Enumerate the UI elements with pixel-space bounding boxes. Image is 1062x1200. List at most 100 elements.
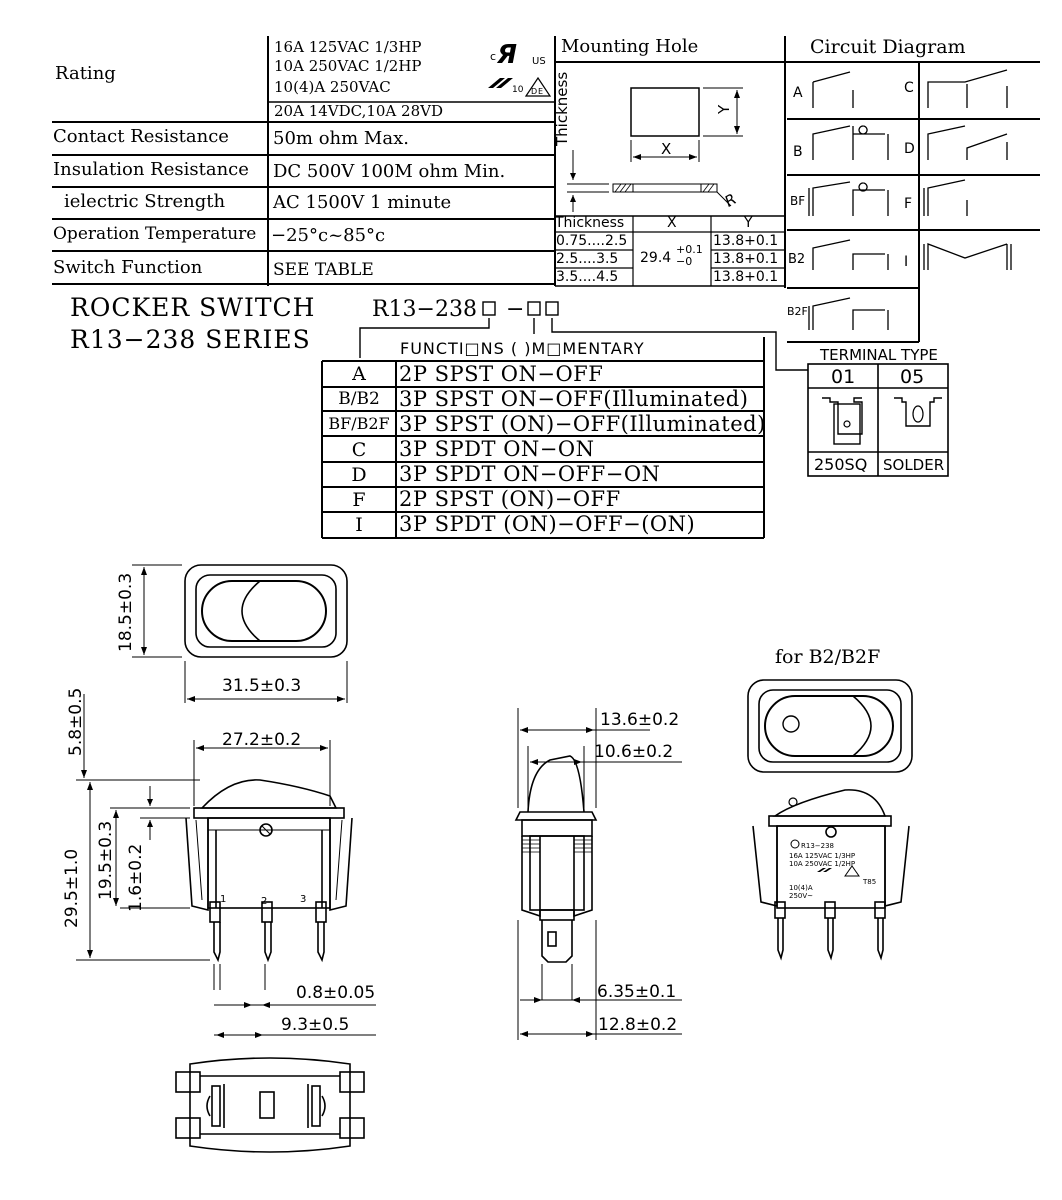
function-desc-f: 2P SPST (ON)−OFF [399,487,621,511]
mount-table-header-y: Y [744,215,753,231]
mount-x-tol-lower: −0 [676,255,693,268]
de-triangle-icon [524,76,552,97]
rating-label: Rating [55,63,116,84]
functions-table-grid [321,337,765,539]
spec-value-switch-function: SEE TABLE [273,260,374,280]
dim-tab-width: 6.35±0.1 [597,982,677,1002]
b2-label-line-4: T85 [862,878,876,886]
circuit-label-b2: B2 [788,252,806,267]
spec-value-dielectric: AC 1500V 1 minute [273,192,452,213]
spec-label-insulation: Insulation Resistance [53,159,249,180]
dim-pin-pitch: 9.3±0.5 [281,1015,350,1035]
rating-line-4: 20A 14VDC,10A 28VD [274,102,443,120]
front-view-drawing [132,564,348,703]
rating-line-2: 10A 250VAC 1/2HP [274,57,422,75]
function-desc-b-b2: 3P SPST ON−OFF(Illuminated) [399,387,749,411]
certification-marks-icon: c Я US 10 D E [488,40,552,97]
function-key-d: D [351,464,367,486]
y-label: Y [715,104,733,115]
b2-label-line-6: 250V~ [789,892,813,900]
mount-row-1-y: 13.8+0.1 [713,233,779,249]
cert-e-text: E [538,87,543,96]
circuit-switch-symbols [808,69,1012,330]
mount-row-1-thickness: 0.75....2.5 [556,233,628,249]
vde-mark-icon [488,78,513,88]
circuit-label-a: A [793,85,803,101]
terminal-name-solder: SOLDER [883,456,945,474]
dim-width: 31.5±0.3 [222,676,302,696]
dim-height: 18.5±0.3 [116,572,136,652]
dim-body-width: 27.2±0.2 [222,730,302,750]
b2-label-line-3: 10A 250VAC 1/2HP [789,860,855,868]
spec-table-lines [52,36,556,286]
circuit-diagram-grid [787,61,1040,343]
b2-view-title: for B2/B2F [775,646,881,668]
functions-header: FUNCTI□NS ( )M□MENTARY [400,339,645,358]
series-title-line-2: R13−238 SERIES [70,325,311,354]
function-desc-c: 3P SPDT ON−ON [399,437,595,461]
x-label: X [661,140,671,158]
mounting-hole-drawing: Thickness X Y R [553,36,787,288]
function-key-a: A [352,363,366,385]
pin-number-3: 3 [300,894,306,905]
function-key-c: C [351,439,367,461]
bottom-view-drawing [175,1057,365,1153]
cert-c-text: c [490,50,496,63]
circuit-label-bf: BF [790,194,806,208]
dim-side-inner: 10.6±0.2 [594,742,674,762]
mount-x-tol-upper: +0.1 [676,243,703,256]
spec-label-dielectric: ielectric Strength [64,191,226,212]
mount-table-header-x: X [667,215,677,231]
function-key-bf-b2f: BF/B2F [328,414,390,433]
dim-side-width: 13.6±0.2 [600,710,680,730]
rating-line-3: 10(4)A 250VAC [274,78,391,96]
mount-row-3-y: 13.8+0.1 [713,269,779,285]
b2-label-line-1: R13−238 [801,842,834,850]
circuit-diagram-title: Circuit Diagram [810,36,966,58]
pin-number-2: 2 [261,896,267,907]
function-desc-i: 3P SPDT (ON)−OFF−(ON) [399,512,696,536]
r-label: R [722,190,740,211]
spec-value-contact: 50m ohm Max. [273,128,409,149]
b2-label-line-5: 10(4)A [789,884,813,892]
spec-label-switch-function: Switch Function [53,257,203,278]
function-desc-d: 3P SPDT ON−OFF−ON [399,462,661,486]
mount-row-3-thickness: 3.5....4.5 [556,269,619,285]
rating-line-1: 16A 125VAC 1/3HP [274,38,422,56]
mount-row-2-thickness: 2.5....3.5 [556,251,619,267]
part-code: R13−238 [372,297,477,322]
terminal-code-01: 01 [831,366,856,388]
mount-row-2-y: 13.8+0.1 [713,251,779,267]
side-view-drawing: 1 2 3 [76,694,353,990]
circuit-label-f: F [904,196,913,212]
terminal-code-05: 05 [900,366,925,388]
dim-body-height: 19.5±0.3 [96,820,116,900]
spec-label-contact: Contact Resistance [53,126,229,147]
circuit-label-c: C [904,80,914,96]
mount-table-header-thickness: Thickness [555,215,625,231]
function-desc-a: 2P SPST ON−OFF [399,362,604,386]
spec-label-temperature: Operation Temperature [53,224,257,244]
spec-value-temperature: −25°c~85°c [271,225,386,246]
terminal-type-title: TERMINAL TYPE [820,346,938,364]
b2-side-view-drawing: R13−238 16A 125VAC 1/3HP 10A 250VAC 1/2H… [752,789,910,961]
series-title-line-1: ROCKER SWITCH [70,293,316,322]
thickness-vertical-label: Thickness [553,72,571,147]
dim-flange: 1.6±0.2 [126,843,146,912]
cert-us-text: US [532,56,546,67]
cert-10-text: 10 [512,85,524,95]
b2-label-line-2: 16A 125VAC 1/3HP [789,852,855,860]
mount-x-value: 29.4 [640,250,672,266]
function-key-f: F [352,489,366,511]
function-key-b-b2: B/B2 [338,389,380,409]
profile-view-drawing [514,708,682,1040]
pin-number-1: 1 [220,894,226,905]
function-desc-bf-b2f: 3P SPST (ON)−OFF(Illuminated) [399,412,766,436]
b2-front-view-drawing [747,679,913,773]
ul-logo-icon: Я [496,40,517,70]
circuit-label-d: D [904,141,915,157]
part-code-separator: − [506,297,525,322]
terminal-type-table [807,363,949,477]
circuit-label-i: I [904,254,909,270]
dim-side-base: 12.8±0.2 [598,1015,678,1035]
